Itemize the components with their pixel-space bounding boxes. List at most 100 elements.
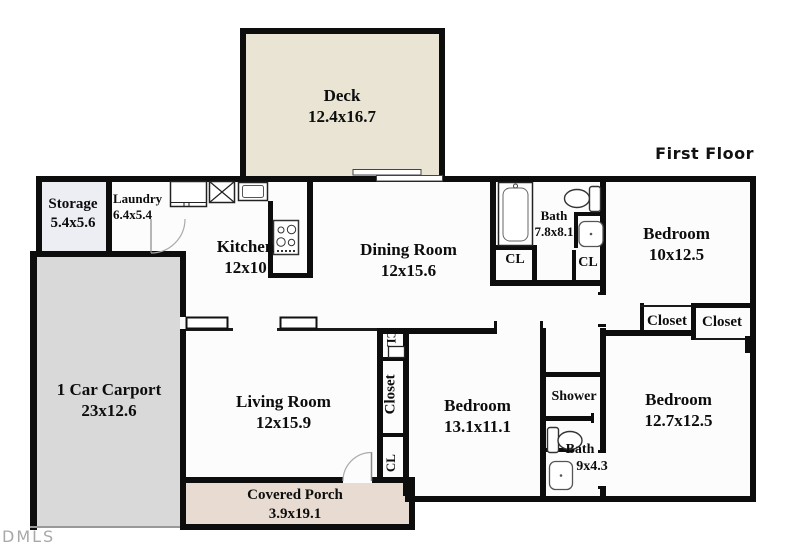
bedroom-middle-dims: 13.1x11.1 <box>443 417 512 437</box>
cl-bath-left-label: CL <box>505 252 525 267</box>
wall <box>600 489 606 496</box>
wall <box>439 28 445 180</box>
carport-dims: 23x12.6 <box>81 401 137 421</box>
door-jamb <box>598 292 606 295</box>
covered-porch-dims: 3.9x19.1 <box>268 505 322 522</box>
wall <box>240 28 246 180</box>
bedroom-bottom-right-dims: 12.7x12.5 <box>644 411 713 431</box>
bedroom-bottom-right-name: Bedroom <box>645 390 712 409</box>
dining-room-label: Dining Room 12x15.6 <box>336 239 481 282</box>
laundry-label: Laundry 6.4x5.4 <box>113 191 175 224</box>
bath-second-name: Bath <box>565 442 595 457</box>
covered-porch-label: Covered Porch 3.9x19.1 <box>210 486 380 524</box>
storage-label: Storage 5.4x5.6 <box>37 195 109 233</box>
door-jamb <box>591 413 594 423</box>
wall <box>106 176 112 257</box>
bath-main-label: Bath 7.8x8.1 <box>517 208 591 241</box>
kitchen-name: Kitchen <box>216 237 275 256</box>
wall <box>268 201 273 278</box>
kitchen-dims: 12x10 <box>224 258 267 278</box>
deck-dims: 12.4x16.7 <box>308 107 376 127</box>
living-room-name: Living Room <box>236 392 331 411</box>
deck-area <box>246 34 439 176</box>
deck-name: Deck <box>323 86 361 105</box>
door-jamb <box>494 321 497 329</box>
bedroom-top-right-label: Bedroom 10x12.5 <box>604 223 749 266</box>
bedroom-bottom-right-label: Bedroom 12.7x12.5 <box>606 389 751 432</box>
closet-bedroom-top-label: Closet <box>647 313 687 329</box>
closet-bedroom-bottom-label: Closet <box>702 314 742 330</box>
carport-area <box>37 257 180 526</box>
wall <box>691 303 696 340</box>
bath-main-dims: 7.8x8.1 <box>534 224 574 240</box>
bedroom-top-right-dims: 10x12.5 <box>648 245 705 265</box>
wall <box>745 336 750 353</box>
wall <box>540 328 546 496</box>
dining-room-dims: 12x15.6 <box>380 261 437 281</box>
wall <box>494 245 537 250</box>
carport-name: 1 Car Carport <box>56 380 162 399</box>
wall <box>30 526 187 528</box>
cl-entry-text: CL <box>382 453 398 473</box>
bedroom-middle-label: Bedroom 13.1x11.1 <box>405 395 550 438</box>
wall <box>186 328 233 331</box>
wall <box>600 372 606 453</box>
wall <box>532 245 537 285</box>
porch-area <box>186 483 409 524</box>
wall <box>403 328 409 496</box>
wall <box>377 328 383 481</box>
kitchen-label: Kitchen 12x10 <box>193 236 298 279</box>
wall <box>377 433 407 437</box>
covered-porch-name: Covered Porch <box>247 487 343 503</box>
bath-second-dims: 9x4.3 <box>576 459 608 474</box>
wall <box>640 305 695 307</box>
closet-hall-label: Closet <box>378 364 404 424</box>
wall <box>180 329 186 530</box>
cl-bath-right-label: CL <box>578 255 598 270</box>
living-room-label: Living Room 12x15.9 <box>211 391 356 434</box>
deck-label: Deck 12.4x16.7 <box>261 85 423 128</box>
door-jamb <box>540 321 543 329</box>
wall <box>572 250 576 282</box>
storage-area <box>42 182 106 251</box>
wall <box>377 328 497 334</box>
wall <box>409 483 415 530</box>
laundry-name: Laundry <box>113 191 163 206</box>
wall <box>36 176 42 257</box>
laundry-dims: 6.4x5.4 <box>113 207 152 223</box>
bedroom-top-right-name: Bedroom <box>643 224 710 243</box>
door-jamb <box>598 486 606 489</box>
door-jamb <box>598 324 606 327</box>
wall <box>30 251 186 257</box>
wall <box>695 338 748 340</box>
closet-hall-text: Closet <box>382 374 399 414</box>
wall <box>36 176 756 182</box>
cl-hall-top-label: CL <box>379 329 403 347</box>
cl-entry-label: CL <box>379 449 403 477</box>
bath-main-name: Bath <box>540 208 568 223</box>
wall <box>240 28 445 34</box>
wall <box>750 176 756 502</box>
wall <box>540 416 593 421</box>
wall <box>600 328 606 372</box>
living-room-dims: 12x15.9 <box>255 413 312 433</box>
wall <box>490 280 605 286</box>
wall <box>574 212 578 248</box>
wall <box>405 496 756 502</box>
wall <box>691 303 750 308</box>
wall <box>574 212 602 216</box>
wall <box>540 372 606 377</box>
wall <box>180 524 415 530</box>
wall <box>377 357 409 361</box>
wall <box>30 251 37 530</box>
carport-label: 1 Car Carport 23x12.6 <box>35 379 183 422</box>
storage-name: Storage <box>48 196 98 212</box>
wall <box>180 251 186 317</box>
door-jamb <box>598 450 606 453</box>
shower-label: Shower <box>551 389 597 404</box>
wall <box>600 330 695 336</box>
wall <box>490 182 496 285</box>
watermark: DMLS <box>2 527 56 546</box>
page-title: First Floor <box>655 144 754 163</box>
